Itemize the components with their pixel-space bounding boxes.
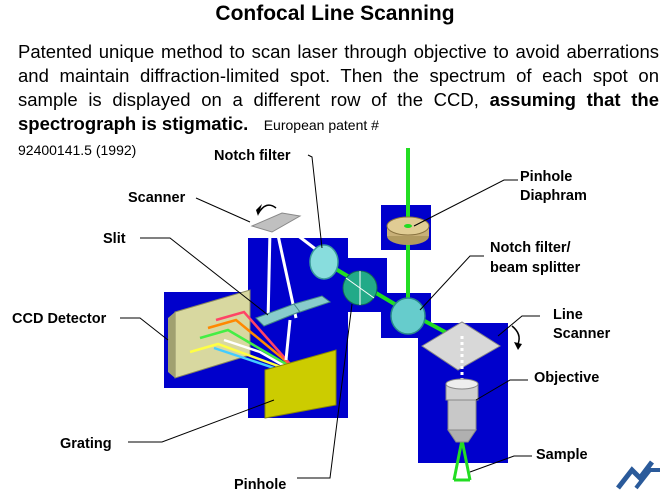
label-notch-beam-splitter-line1: Notch filter/ [490, 240, 571, 256]
label-sample: Sample [536, 447, 588, 463]
grating [264, 349, 337, 419]
slit-plate-2 [293, 295, 332, 313]
pointer-lines [120, 154, 540, 479]
label-line-scanner-line2: Scanner [553, 326, 611, 342]
page-title: Confocal Line Scanning [215, 2, 455, 25]
scanner-rotation-arrowhead [256, 204, 262, 216]
patent-number: 92400141.5 (1992) [18, 142, 137, 158]
pinhole-diaphram [386, 216, 430, 245]
label-notch-filter: Notch filter [214, 148, 291, 164]
line-scanner-mirror [421, 321, 501, 371]
label-slit: Slit [103, 231, 126, 247]
pinhole-wheel [342, 270, 378, 306]
white-beam-paths [266, 220, 323, 361]
label-ccd-detector: CCD Detector [12, 311, 107, 327]
spectrum-rays [189, 310, 305, 380]
scanner-mirror [250, 212, 302, 233]
description-text: Patented unique method to scan laser thr… [18, 41, 659, 110]
line-scanner-rotation-arrow [511, 325, 520, 345]
labels: Notch filter Scanner Slit CCD Detector G… [12, 148, 611, 492]
label-grating: Grating [60, 436, 112, 452]
objective [445, 378, 479, 443]
line-scanner-rotation-arrowhead [514, 342, 522, 350]
label-pinhole: Pinhole [234, 477, 286, 492]
label-line-scanner-line1: Line [553, 307, 583, 323]
description-paragraph: Patented unique method to scan laser thr… [18, 40, 659, 162]
label-objective: Objective [534, 370, 599, 386]
label-notch-beam-splitter-line2: beam splitter [490, 260, 581, 276]
label-scanner: Scanner [128, 190, 186, 206]
label-pinhole-diaphram-line1: Pinhole [520, 169, 572, 185]
label-pinhole-diaphram-line2: Diaphram [520, 188, 587, 204]
notch-filter-lens [309, 244, 339, 280]
corner-logo [616, 460, 660, 490]
description-bold-text: assuming that the spectrograph is stigma… [18, 89, 659, 134]
patent-prefix: European patent # [263, 117, 379, 133]
beam-splitter [390, 297, 426, 335]
